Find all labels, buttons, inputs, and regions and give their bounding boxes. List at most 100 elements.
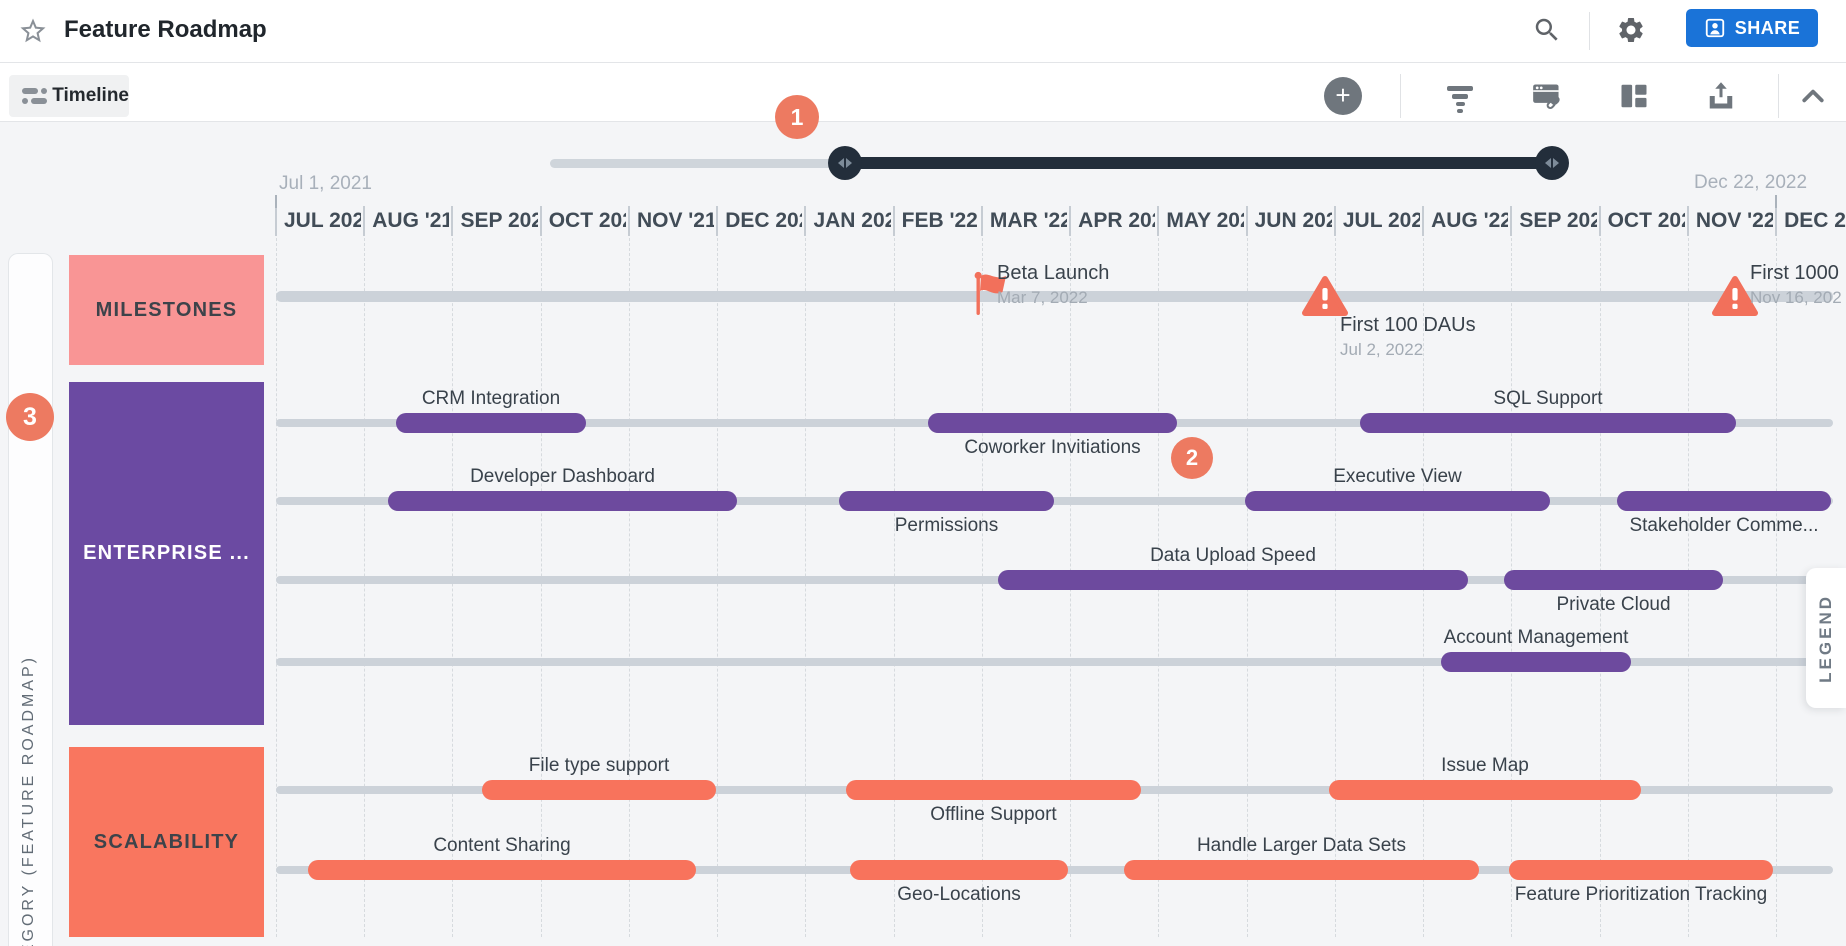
range-start-label: Jul 1, 2021	[279, 173, 372, 194]
timeline-bar[interactable]	[1617, 491, 1831, 511]
bar-label: Coworker Invitiations	[964, 437, 1141, 458]
bar-label: Executive View	[1333, 466, 1462, 487]
lane-label-milestones[interactable]: MILESTONES	[69, 255, 264, 365]
bar-label: Offline Support	[930, 804, 1057, 825]
timeline-bar[interactable]	[1509, 860, 1773, 880]
month-divider	[1422, 206, 1425, 236]
month-divider	[275, 206, 277, 236]
share-button[interactable]: SHARE	[1686, 9, 1818, 47]
milestone-flag-icon[interactable]	[971, 270, 1015, 325]
embed-link-icon[interactable]	[1532, 81, 1562, 111]
bar-label: CRM Integration	[421, 388, 561, 409]
month-cell: DEC 2022	[1784, 209, 1846, 232]
milestone-date: Jul 2, 2022	[1340, 340, 1424, 359]
bar-label: Data Upload Speed	[1150, 545, 1316, 566]
bar-label: Permissions	[894, 515, 999, 536]
month-divider	[980, 206, 983, 236]
month-cell: SEP 2021	[460, 209, 538, 232]
month-cell: AUG '21	[372, 209, 450, 232]
bar-label: Feature Prioritization Tracking	[1514, 884, 1768, 905]
scrubber-left-handle[interactable]	[828, 146, 862, 180]
export-icon[interactable]	[1706, 81, 1736, 111]
month-gridline	[981, 238, 983, 937]
bar-label: Geo-Locations	[897, 884, 1021, 905]
layout-columns-icon[interactable]	[1619, 81, 1649, 111]
timeline-bar[interactable]	[998, 570, 1468, 590]
milestone-warning-icon[interactable]	[1302, 275, 1348, 322]
month-divider	[1157, 206, 1160, 236]
timeline-bar[interactable]	[839, 491, 1054, 511]
timeline-bar[interactable]	[1124, 860, 1479, 880]
milestone-title: First 1000	[1750, 262, 1839, 284]
lane-label-enterprise[interactable]: ENTERPRISE ...	[69, 382, 264, 725]
month-gridline	[893, 238, 895, 937]
month-divider	[451, 206, 454, 236]
month-cell: AUG '22	[1431, 209, 1509, 232]
month-cell: FEB '22	[901, 209, 978, 232]
timeline-bar[interactable]	[388, 491, 737, 511]
month-cell: DEC 2021	[725, 209, 802, 232]
row-track	[276, 497, 1833, 505]
legend-tab[interactable]: LEGEND	[1806, 568, 1846, 708]
month-cell: NOV '21	[636, 209, 715, 232]
share-button-label: SHARE	[1734, 17, 1801, 38]
timeline-bar[interactable]	[1245, 491, 1550, 511]
timeline-bar[interactable]	[846, 780, 1141, 800]
month-gridline	[452, 238, 454, 937]
month-divider	[627, 206, 630, 236]
app-header: Feature Roadmap SHARE	[0, 0, 1846, 63]
annotation-badge-1: 1	[775, 95, 819, 139]
month-divider	[1510, 206, 1513, 236]
month-divider	[1333, 206, 1336, 236]
timeline-bar[interactable]	[928, 413, 1177, 433]
milestone-date: Nov 16, 202	[1750, 288, 1842, 307]
month-divider	[539, 206, 542, 236]
month-cell: APR 2022	[1078, 209, 1155, 232]
month-cell: OCT 2021	[548, 209, 626, 232]
timeline-bar[interactable]	[850, 860, 1068, 880]
settings-gear-icon[interactable]	[1616, 15, 1646, 45]
scrubber-range-bar[interactable]	[845, 157, 1552, 169]
bar-label: Handle Larger Data Sets	[1196, 835, 1407, 856]
month-divider	[716, 206, 719, 236]
month-divider	[363, 206, 366, 236]
month-cell: JUN 2022	[1254, 209, 1332, 232]
legend-tab-label: LEGEND	[1816, 593, 1835, 683]
month-gridline	[805, 238, 807, 937]
search-icon[interactable]	[1532, 15, 1562, 45]
annotation-badge-2: 2	[1171, 437, 1213, 479]
month-cell: MAY 2022	[1166, 209, 1243, 232]
timeline-bar[interactable]	[1329, 780, 1641, 800]
timeline-bar[interactable]	[1360, 413, 1736, 433]
filter-icon[interactable]	[1445, 86, 1475, 116]
month-cell: MAR '22	[989, 209, 1068, 232]
month-cell: JUL 2021	[284, 209, 362, 232]
bar-label: File type support	[528, 755, 670, 776]
milestone-date: Mar 7, 2022	[997, 288, 1088, 307]
milestone-title: Beta Launch	[997, 262, 1110, 284]
timeline-bar[interactable]	[308, 860, 696, 880]
month-cell: JAN 2022	[813, 209, 891, 232]
month-cell: OCT 2022	[1607, 209, 1685, 232]
tab-timeline[interactable]: Timeline	[9, 75, 129, 117]
month-gridline	[364, 238, 366, 937]
collapse-chevron-icon[interactable]	[1798, 81, 1828, 111]
month-gridline	[1776, 238, 1778, 937]
view-toolbar: Timeline	[0, 62, 1846, 122]
toolbar-divider	[1778, 74, 1779, 118]
month-divider	[1686, 206, 1689, 236]
timeline-bar[interactable]	[1504, 570, 1723, 590]
scrubber-right-handle[interactable]	[1535, 146, 1569, 180]
month-divider	[1598, 206, 1601, 236]
timeline-bar[interactable]	[1441, 652, 1631, 672]
timeline-bar[interactable]	[396, 413, 586, 433]
favorite-star-icon[interactable]	[18, 16, 48, 46]
lane-label-scalability[interactable]: SCALABILITY	[69, 747, 264, 937]
month-gridline	[628, 238, 630, 937]
milestone-warning-icon[interactable]	[1712, 275, 1758, 322]
month-cell: SEP 2022	[1519, 209, 1597, 232]
timeline-bar[interactable]	[482, 780, 716, 800]
milestone-track	[276, 291, 1833, 302]
add-item-button[interactable]: +	[1324, 77, 1362, 115]
